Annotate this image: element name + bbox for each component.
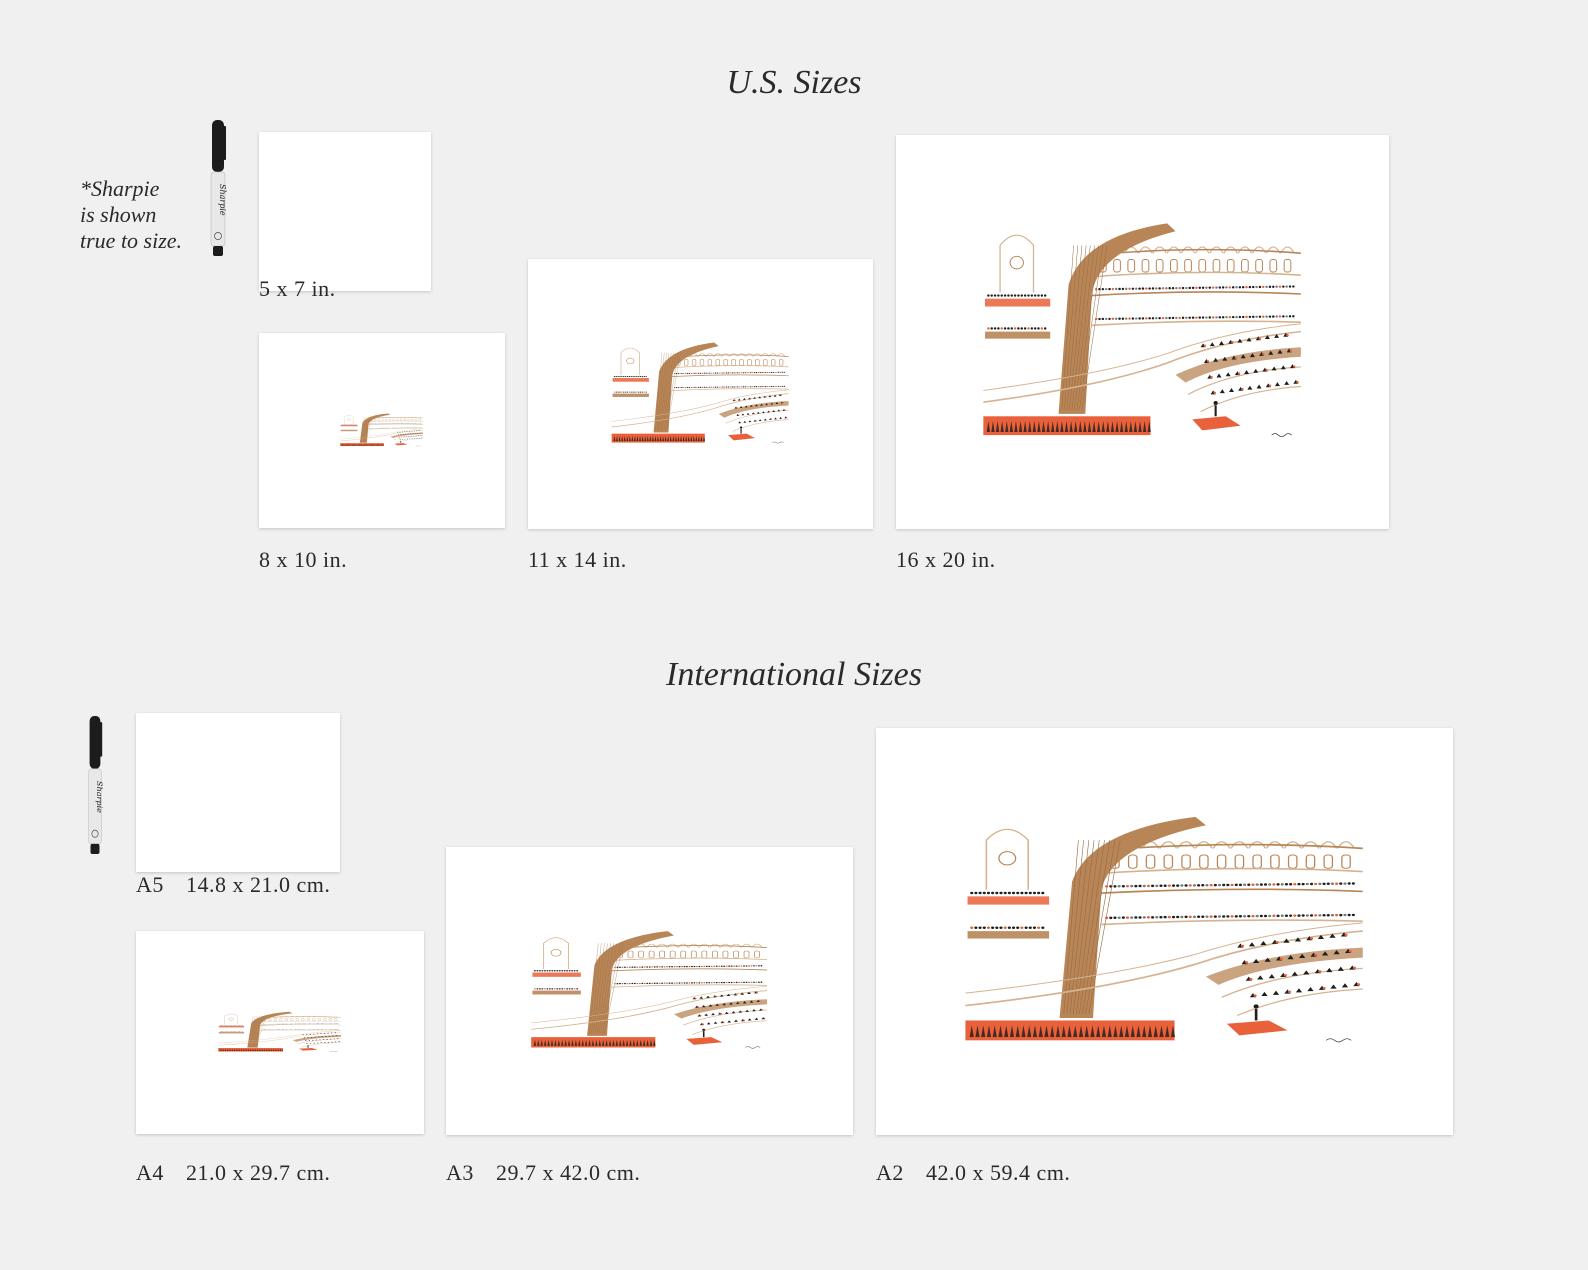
size-dims-a2: 42.0 x 59.4 cm. (926, 1160, 1071, 1185)
size-label-5x7: 5 x 7 in. (259, 276, 336, 301)
size-label-8x10: 8 x 10 in. (259, 547, 348, 572)
svg-text:Sharpie: Sharpie (218, 184, 227, 216)
print-8x10 (259, 333, 505, 528)
size-label-a2: A2 42.0 x 59.4 cm. (876, 1160, 1070, 1186)
concert-hall-illustration (983, 223, 1302, 438)
concert-hall-illustration (340, 413, 424, 447)
sharpie-marker-icon: Sharpie (86, 716, 104, 854)
size-label-a3: A3 29.7 x 42.0 cm. (446, 1160, 640, 1186)
intl-sizes-title: International Sizes (666, 656, 922, 693)
concert-hall-illustration (965, 817, 1364, 1043)
size-code-a4: A4 (136, 1160, 164, 1185)
us-sizes-title: U.S. Sizes (726, 64, 862, 101)
print-a3 (446, 847, 853, 1135)
size-dims-a3: 29.7 x 42.0 cm. (496, 1160, 641, 1185)
size-code-a2: A2 (876, 1160, 904, 1185)
size-dims-a5: 14.8 x 21.0 cm. (186, 872, 331, 897)
print-16x20 (896, 135, 1389, 529)
size-label-a4: A4 21.0 x 29.7 cm. (136, 1160, 330, 1186)
print-a2 (876, 728, 1453, 1135)
print-a5 (136, 713, 340, 872)
size-label-a5: A5 14.8 x 21.0 cm. (136, 872, 330, 898)
sharpie-note: *Sharpie is shown true to size. (80, 176, 182, 254)
size-code-a3: A3 (446, 1160, 474, 1185)
size-label-11x14: 11 x 14 in. (528, 547, 627, 572)
sharpie-marker-icon: Sharpie (208, 120, 228, 256)
size-code-a5: A5 (136, 872, 164, 897)
sharpie-note-line-2: is shown (80, 202, 157, 227)
print-11x14 (528, 259, 873, 529)
size-dims-a4: 21.0 x 29.7 cm. (186, 1160, 331, 1185)
print-5x7 (259, 132, 431, 291)
concert-hall-illustration (611, 342, 790, 444)
sharpie-note-line-3: true to size. (80, 228, 183, 253)
concert-hall-illustration (218, 1012, 342, 1053)
svg-text:Sharpie: Sharpie (95, 781, 103, 814)
size-label-16x20: 16 x 20 in. (896, 547, 996, 572)
concert-hall-illustration (531, 931, 768, 1049)
sharpie-note-line-1: *Sharpie (80, 176, 160, 201)
print-a4 (136, 931, 424, 1134)
